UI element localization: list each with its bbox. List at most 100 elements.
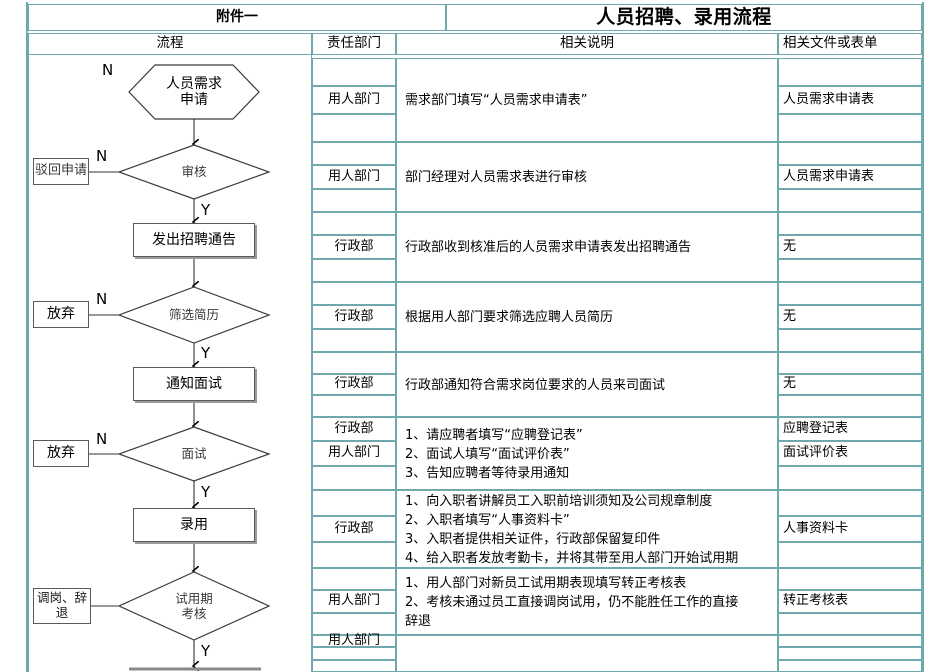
document-cell: [778, 465, 922, 490]
document-cell: 人事资料卡: [778, 516, 922, 542]
department-cell: [312, 352, 396, 374]
document-cell: [778, 58, 922, 86]
document-cell: 转正考核表: [778, 590, 922, 613]
document-cell: 面试评价表: [778, 441, 922, 466]
department-label: 行政部: [334, 520, 374, 536]
department-cell: 用人部门: [312, 633, 396, 648]
attachment-label: 附件一: [216, 9, 258, 26]
department-label: 行政部: [334, 420, 374, 436]
department-cell: 行政部: [312, 305, 396, 329]
document-cell: 人员需求申请表: [778, 165, 922, 189]
flow-node-review: 审核: [181, 163, 207, 179]
description-cell: 1、向入职者讲解员工入职前培训须知及公司规章制度 2、入职者填写“人事资料卡” …: [396, 490, 778, 568]
flow-node-giveup-screen: 放弃: [33, 301, 89, 328]
description-text: 行政部通知符合需求岗位要求的人员来司面试: [405, 377, 666, 393]
header-flow-label: 流程: [156, 35, 184, 52]
document-cell: [778, 142, 922, 166]
page-title: 人员招聘、录用流程: [596, 5, 772, 28]
flow-node-reject: 驳回申请: [33, 158, 89, 185]
department-cell: [312, 282, 396, 306]
department-label: 行政部: [334, 238, 374, 254]
description-text: 1、用人部门对新员工试用期表现填写转正考核表 2、考核未通过员工直接调岗试用，仍…: [405, 575, 739, 630]
department-cell: [312, 188, 396, 212]
document-label: 应聘登记表: [783, 420, 849, 436]
attachment-label-cell: 附件一: [28, 4, 446, 31]
description-cell: 行政部收到核准后的人员需求申请表发出招聘通告: [396, 212, 778, 282]
document-cell: [778, 490, 922, 516]
header-description-label: 相关说明: [560, 35, 614, 52]
department-cell: [312, 490, 396, 516]
document-cell: [778, 542, 922, 568]
document-cell: [778, 212, 922, 236]
department-cell: [312, 647, 396, 660]
document-label: 人事资料卡: [783, 520, 849, 536]
branch-label-interview-n: N: [96, 430, 108, 448]
document-label: 面试评价表: [783, 445, 849, 461]
document-cell: 人员需求申请表: [778, 86, 922, 114]
document-title-cell: 人员招聘、录用流程: [446, 4, 922, 31]
department-cell: 行政部: [312, 516, 396, 542]
document-label: 无: [783, 238, 797, 254]
header-flow: 流程: [28, 33, 312, 55]
department-cell: [312, 542, 396, 568]
department-label: 用人部门: [327, 632, 380, 648]
document-cell: 无: [778, 373, 922, 396]
description-cell: 根据用人部门要求筛选应聘人员简历: [396, 282, 778, 352]
branch-label-review-y: Y: [201, 201, 211, 219]
document-cell: 无: [778, 305, 922, 329]
document-cell: [778, 568, 922, 591]
department-cell: [312, 612, 396, 635]
department-cell: [312, 114, 396, 142]
document-label: 人员需求申请表: [783, 91, 875, 107]
document-label: 无: [783, 308, 797, 324]
document-cell: [778, 188, 922, 212]
department-cell: [312, 58, 396, 86]
department-cell: 用人部门: [312, 441, 396, 466]
header-department-label: 责任部门: [327, 35, 381, 52]
description-text: 1、请应聘者填写“应聘登记表” 2、面试人填写“面试评价表” 3、告知应聘者等待…: [405, 427, 583, 482]
department-cell: 用人部门: [312, 165, 396, 189]
department-cell: 行政部: [312, 235, 396, 259]
department-cell: 用人部门: [312, 86, 396, 114]
flow-node-interview: 面试: [181, 445, 207, 461]
description-text: 行政部收到核准后的人员需求申请表发出招聘通告: [405, 240, 692, 256]
document-cell: [778, 659, 922, 672]
description-text: [401, 653, 405, 655]
flowchart-connectors: [29, 64, 271, 672]
document-cell: [778, 282, 922, 306]
description-text: 根据用人部门要求筛选应聘人员简历: [405, 310, 614, 326]
department-cell: [312, 212, 396, 236]
department-cell: [312, 258, 396, 282]
department-cell: [312, 142, 396, 166]
document-cell: [778, 352, 922, 374]
department-label: 用人部门: [327, 593, 380, 609]
branch-label-review-n: N: [96, 147, 108, 165]
document-cell: [778, 395, 922, 417]
document-cell: [778, 258, 922, 282]
branch-label-probation-y: Y: [201, 642, 211, 660]
description-text: 部门经理对人员需求表进行审核: [405, 170, 588, 186]
description-cell: 需求部门填写“人员需求申请表”: [396, 58, 778, 142]
document-label: 无: [783, 376, 797, 392]
department-label: 行政部: [334, 308, 374, 324]
department-cell: [312, 328, 396, 352]
header-documents: 相关文件或表单: [778, 33, 922, 55]
header-documents-label: 相关文件或表单: [783, 35, 878, 52]
document-cell: 应聘登记表: [778, 417, 922, 442]
flow-node-giveup-interview: 放弃: [33, 440, 89, 467]
department-label: 用人部门: [327, 445, 380, 461]
department-label: 用人部门: [327, 91, 380, 107]
department-cell: [312, 395, 396, 417]
header-department: 责任部门: [312, 33, 396, 55]
flow-node-announce: 发出招聘通告: [133, 223, 255, 257]
department-cell: 用人部门: [312, 590, 396, 613]
flow-node-notify: 通知面试: [133, 367, 255, 401]
document-cell: [778, 114, 922, 142]
flowchart-cell: 人员需求 申请 审核 筛选简历 面试 试用期 考核 驳回申请 发出招聘通告 放弃…: [28, 55, 312, 672]
department-cell: [312, 659, 396, 672]
branch-label-screen-y: Y: [201, 344, 211, 362]
flow-node-transfer: 调岗、辞 退: [33, 588, 91, 624]
department-cell: 行政部: [312, 373, 396, 396]
branch-label-n-top: N: [102, 61, 114, 79]
